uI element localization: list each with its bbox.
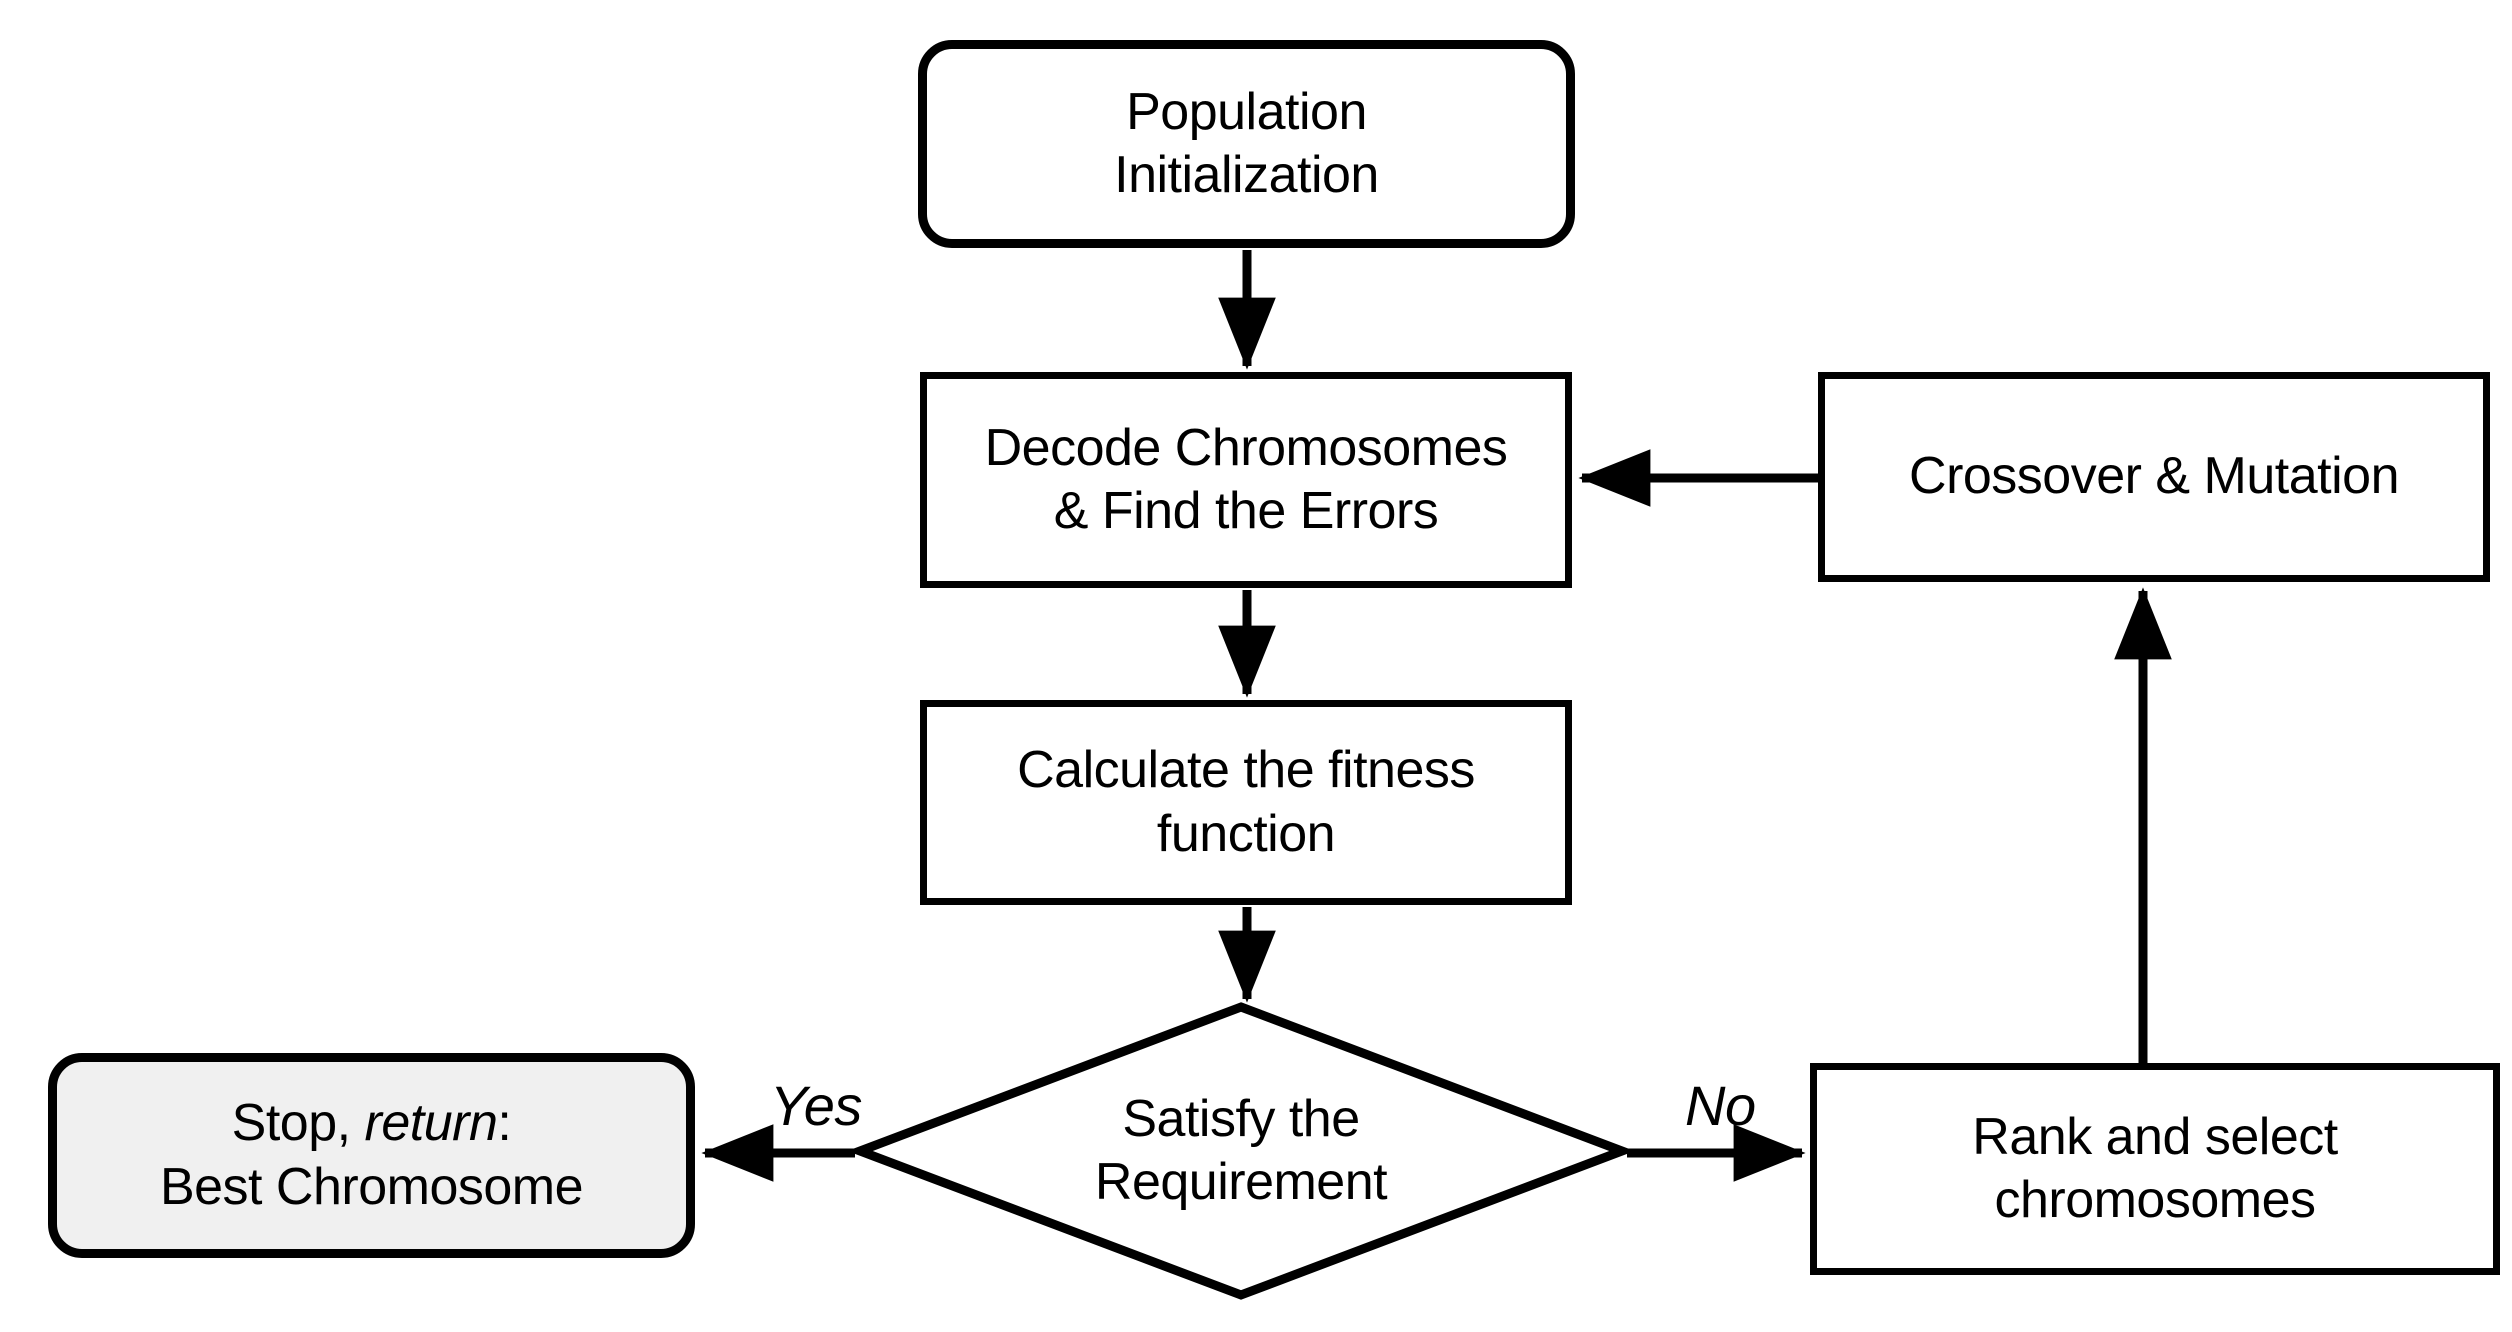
stop-suffix: : — [497, 1094, 512, 1153]
node-crossover-mutation[interactable]: Crossover & Mutation — [1818, 372, 2490, 582]
node-rank-and-select-chromosomes[interactable]: Rank and select chromosomes — [1810, 1063, 2500, 1275]
node-decode-chromosomes[interactable]: Decode Chromosomes & Find the Errors — [920, 372, 1572, 588]
node-label-line2: Best Chromosome — [159, 1157, 584, 1216]
node-label-line1: Rank and select — [1972, 1107, 2338, 1166]
node-label: Population Initialization — [1100, 81, 1393, 208]
stop-prefix: Stop, — [231, 1094, 365, 1153]
diamond-shape — [847, 1002, 1635, 1300]
stop-return-keyword: return — [364, 1094, 498, 1153]
node-label: Calculate the fitness function — [1003, 739, 1489, 866]
edge-label-yes: Yes — [770, 1074, 862, 1137]
node-label-line1: Population — [1126, 82, 1367, 141]
node-calculate-fitness[interactable]: Calculate the fitness function — [920, 700, 1572, 905]
node-label: Rank and select chromosomes — [1958, 1106, 2351, 1233]
node-label-line1: Stop, return: — [232, 1094, 512, 1152]
node-label: Decode Chromosomes & Find the Errors — [971, 417, 1522, 544]
node-stop-return-best-chromosome[interactable]: Stop, return: Best Chromosome — [48, 1053, 695, 1258]
node-label-line2: chromosomes — [1994, 1171, 2316, 1229]
node-label: Crossover & Mutation — [1909, 447, 2399, 506]
edge-label-no: No — [1685, 1074, 1756, 1137]
node-label: Stop, return: Best Chromosome — [146, 1092, 597, 1219]
node-label-line1: Decode Chromosomes — [984, 418, 1508, 477]
node-label-line1: Calculate the fitness — [1017, 741, 1475, 800]
node-population-initialization[interactable]: Population Initialization — [918, 40, 1575, 248]
node-label-line2: & Find the Errors — [1053, 482, 1439, 540]
node-label-line2: function — [1156, 804, 1336, 863]
node-satisfy-requirement[interactable]: Satisfy the Requirement — [847, 1002, 1635, 1300]
node-label-line2: Initialization — [1114, 146, 1379, 204]
